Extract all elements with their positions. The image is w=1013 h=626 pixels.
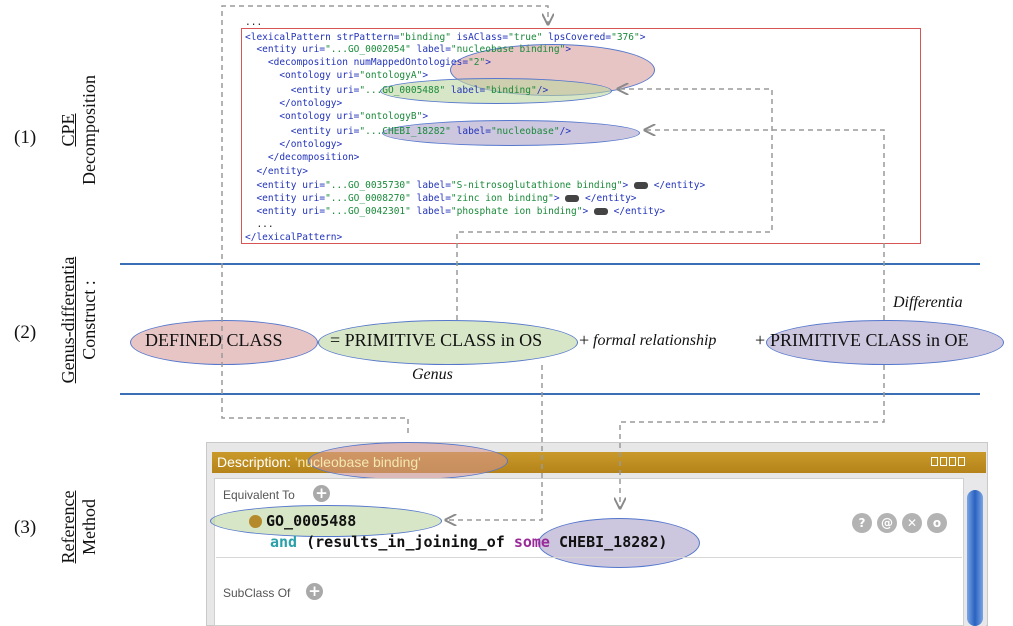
xml-line-3: <decomposition numMappedOntologies="2">	[245, 57, 491, 68]
ellipse-chebi-nucleobase	[382, 120, 640, 146]
xml-line-14: <entity uri="...GO_0042301" label="phosp…	[245, 206, 666, 217]
genus-label: Genus	[412, 366, 453, 383]
ellipse-primitive-os	[318, 320, 578, 365]
primitive-os-label: = PRIMITIVE CLASS in OS	[330, 330, 543, 350]
xml-line-2: <entity uri="...GO_0002054" label="nucle…	[245, 44, 572, 55]
panel-minimize-icon[interactable]	[940, 457, 947, 466]
equivalent-to-label: Equivalent To	[223, 488, 295, 502]
remove-button[interactable]: ✕	[902, 513, 922, 533]
arrow-defined-to-lexical	[221, 5, 548, 433]
arrow-genus-to-xml	[456, 89, 773, 320]
ellipse-panel-title	[308, 442, 508, 480]
formal-relationship-label: formal relationship	[593, 332, 717, 349]
defined-class-label: DEFINED CLASS	[145, 330, 283, 350]
primitive-oe-label: PRIMITIVE CLASS in OE	[770, 330, 969, 350]
xml-line-6: </ontology>	[245, 98, 343, 109]
divider-top	[120, 263, 980, 265]
go-class-id[interactable]: GO_0005488	[266, 512, 357, 530]
row-number-2: (2)	[14, 322, 37, 343]
xml-line-7: <ontology uri="ontologyB">	[245, 111, 429, 122]
xml-line-5: <entity uri="...GO_0005488" label="bindi…	[245, 85, 549, 96]
panel-close-icon[interactable]	[958, 457, 965, 466]
xml-line-12: <entity uri="...GO_0035730" label="S-nit…	[245, 180, 706, 191]
add-subclass-icon[interactable]: +	[306, 583, 323, 600]
xml-line-10: </decomposition>	[245, 152, 360, 163]
panel-maximize-icon[interactable]	[949, 457, 956, 466]
arrow-genus-to-go	[446, 365, 543, 520]
xml-line-0: ...	[245, 17, 263, 28]
section-divider	[216, 557, 962, 558]
ellipse-go-binding	[380, 78, 612, 104]
plus-2: +	[755, 330, 766, 350]
panel-title: Description: 'nucleobase binding'	[217, 454, 421, 470]
row-number-1: (1)	[14, 127, 37, 148]
plus-1: +	[579, 330, 590, 350]
ellipse-go-class	[210, 505, 442, 537]
arrow-differentia-to-chebi	[620, 365, 885, 508]
row-number-3: (3)	[14, 517, 37, 538]
xml-line-16: </lexicalPattern>	[245, 232, 343, 243]
ellipse-primitive-oe	[766, 320, 1004, 365]
ellipse-chebi-class	[538, 518, 700, 568]
xml-line-15: ...	[245, 219, 274, 230]
help-button[interactable]: ?	[852, 513, 872, 533]
class-expression: and (results_in_joining_of some CHEBI_18…	[270, 533, 668, 551]
scrollbar-thumb[interactable]	[967, 490, 983, 626]
add-equivalent-icon[interactable]: +	[313, 485, 330, 502]
collapsed-icon[interactable]	[593, 208, 608, 215]
collapsed-icon[interactable]	[565, 195, 580, 202]
xml-line-4: <ontology uri="ontologyA">	[245, 70, 429, 81]
ellipse-defined-class	[130, 320, 318, 365]
annotate-button[interactable]: @	[877, 513, 897, 533]
edit-button[interactable]: o	[927, 513, 947, 533]
class-bullet-icon	[249, 515, 262, 528]
subclass-of-label: SubClass Of	[223, 586, 291, 600]
xml-line-1: <lexicalPattern strPattern="binding" isA…	[245, 32, 646, 43]
xml-line-9: </ontology>	[245, 139, 343, 150]
divider-bottom	[120, 393, 980, 395]
collapsed-icon[interactable]	[633, 182, 648, 189]
differentia-label: Differentia	[893, 294, 963, 311]
xml-line-13: <entity uri="...GO_0008270" label="zinc …	[245, 193, 637, 204]
xml-box	[241, 28, 921, 244]
panel-pin-icon[interactable]	[931, 457, 938, 466]
xml-line-8: <entity uri="...CHEBI_18282" label="nucl…	[245, 126, 572, 137]
xml-line-11: </entity>	[245, 166, 308, 177]
arrow-differentia-to-xml	[645, 130, 885, 320]
